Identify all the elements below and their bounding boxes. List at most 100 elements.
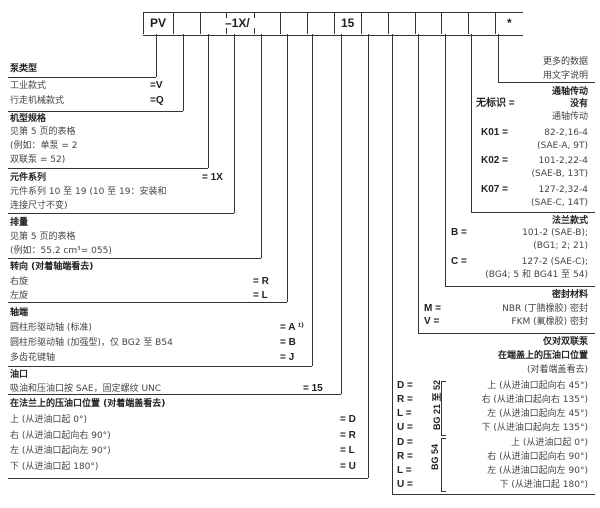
double-pump-desc: 右 (从进油口起向右 135°) [481, 395, 588, 405]
double-pump-note: (对着端盖看去) [526, 365, 588, 375]
port-position-item: 右 (从进油口起向右 90°) [10, 431, 111, 441]
divider [8, 394, 341, 395]
rotation-code: = L [253, 290, 268, 301]
series-line: 连接尺寸不变) [10, 201, 68, 211]
divider [392, 494, 595, 495]
through-drive-desc: 101-2,22-4 [538, 156, 588, 166]
double-pump-code: U = [397, 479, 413, 490]
more-line: 更多的数据 [542, 57, 588, 67]
flange-desc: (BG4; 5 和 BG41 至 54) [485, 270, 588, 280]
code-cell-through [468, 12, 495, 34]
flange-code: C = [451, 256, 467, 267]
double-pump-code: D = [397, 380, 413, 391]
divider [8, 77, 156, 78]
flange-title: 法兰款式 [551, 216, 588, 226]
double-pump-code: U = [397, 422, 413, 433]
double-pump-code: D = [397, 437, 413, 448]
double-pump-title: 仅对双联泵 [542, 337, 588, 347]
double-pump-desc: 上 (从进油口起 0°) [511, 438, 588, 448]
shaft-code: = J [280, 352, 295, 363]
divider [498, 82, 595, 83]
double-pump-desc: 左 (从进油口起向左 45°) [487, 409, 588, 419]
through-drive-desc: 通轴传动 [551, 112, 588, 122]
pump-type-code: =Q [150, 95, 164, 106]
through-drive-desc: (SAE-C, 14T) [531, 198, 588, 208]
tick [226, 12, 227, 18]
port-position-code: = L [340, 445, 355, 456]
double-pump-desc: 左 (从进油口起向左 90°) [487, 466, 588, 476]
rotation-title: 转向 (对着轴端看去) [10, 262, 94, 272]
port-position-code: = R [340, 430, 356, 441]
size-line: 见第 5 页的表格 [10, 127, 76, 137]
shaft-title: 轴端 [10, 308, 29, 318]
code-cell-rotation [280, 12, 307, 34]
through-drive-code: K02 = [481, 155, 508, 166]
double-pump-desc: 下 (从进油口起 180°) [499, 480, 588, 490]
pump-type-item: 行走机械款式 [10, 96, 65, 106]
flange-desc: (BG1; 2; 21) [533, 241, 588, 251]
leader-line [156, 34, 157, 77]
code-cell-shaft [307, 12, 334, 34]
through-drive-desc: 没有 [569, 99, 588, 109]
leader-line [418, 34, 419, 333]
seal-desc: NBR (丁腈橡胶) 密封 [502, 304, 588, 314]
size-title: 机型规格 [10, 114, 47, 124]
tick [254, 12, 255, 18]
code-cell-2 [173, 12, 200, 34]
code-cell-more: * [495, 12, 523, 34]
code-cell-ports: 15 [334, 12, 361, 34]
through-drive-code: 无标识 = [476, 98, 515, 109]
leader-line [392, 34, 393, 494]
double-pump-code: R = [397, 451, 413, 462]
double-pump-desc: 上 (从进油口起向右 45°) [487, 381, 588, 391]
displacement-line: 见第 5 页的表格 [10, 232, 76, 242]
divider [8, 111, 183, 112]
shaft-code: = A ¹⁾ [280, 322, 304, 333]
code-cell-flange [441, 12, 468, 34]
leader-line [287, 34, 288, 302]
port-position-code: = D [340, 414, 356, 425]
shaft-item: 多齿花键轴 [10, 353, 56, 363]
port-position-item: 左 (从进油口起向左 90°) [10, 446, 111, 456]
double-pump-desc: 下 (从进油口起向左 135°) [481, 423, 588, 433]
through-drive-code: K01 = [481, 127, 508, 138]
divider [8, 213, 234, 214]
displacement-line: (例如：55.2 cm³= 055) [10, 246, 112, 256]
series-title: 元件系列 [10, 173, 47, 183]
code-cell-series: –1X/ [200, 12, 280, 34]
divider [445, 286, 595, 287]
through-drive-code: K07 = [481, 184, 508, 195]
leader-line [445, 34, 446, 286]
code-cell-pv: PV [143, 12, 173, 34]
divider [8, 168, 208, 169]
series-code: = 1X [202, 172, 223, 183]
flange-desc: 101-2 (SAE-B); [522, 228, 588, 238]
double-pump-code: L = [397, 465, 412, 476]
divider [8, 366, 312, 367]
seal-code: M = [424, 303, 441, 314]
pump-type-item: 工业款式 [10, 81, 47, 91]
pump-type-code: =V [150, 80, 163, 91]
leader-line [341, 34, 342, 394]
leader-line [183, 34, 184, 111]
ports-title: 油口 [10, 370, 29, 380]
more-line: 用文字说明 [542, 71, 588, 81]
shaft-code: = B [280, 337, 296, 348]
divider [8, 258, 261, 259]
leader-line [234, 34, 235, 213]
through-drive-desc: (SAE-A, 9T) [537, 141, 588, 151]
code-cell-port-pos [361, 12, 388, 34]
rotation-code: = R [253, 276, 269, 287]
code-cell-double [388, 12, 415, 34]
leader-line [312, 34, 313, 366]
flange-code: B = [451, 227, 467, 238]
seal-desc: FKM (氟橡胶) 密封 [511, 317, 588, 327]
tick [254, 28, 255, 34]
rotation-item: 左旋 [10, 291, 29, 301]
divider [8, 478, 368, 479]
port-position-code: = U [340, 461, 356, 472]
divider [8, 302, 287, 303]
leader-line [498, 34, 499, 82]
port-position-title: 在法兰上的压油口位置 (对着端盖看去) [10, 399, 166, 409]
double-pump-desc: 右 (从进油口起向右 90°) [487, 452, 588, 462]
